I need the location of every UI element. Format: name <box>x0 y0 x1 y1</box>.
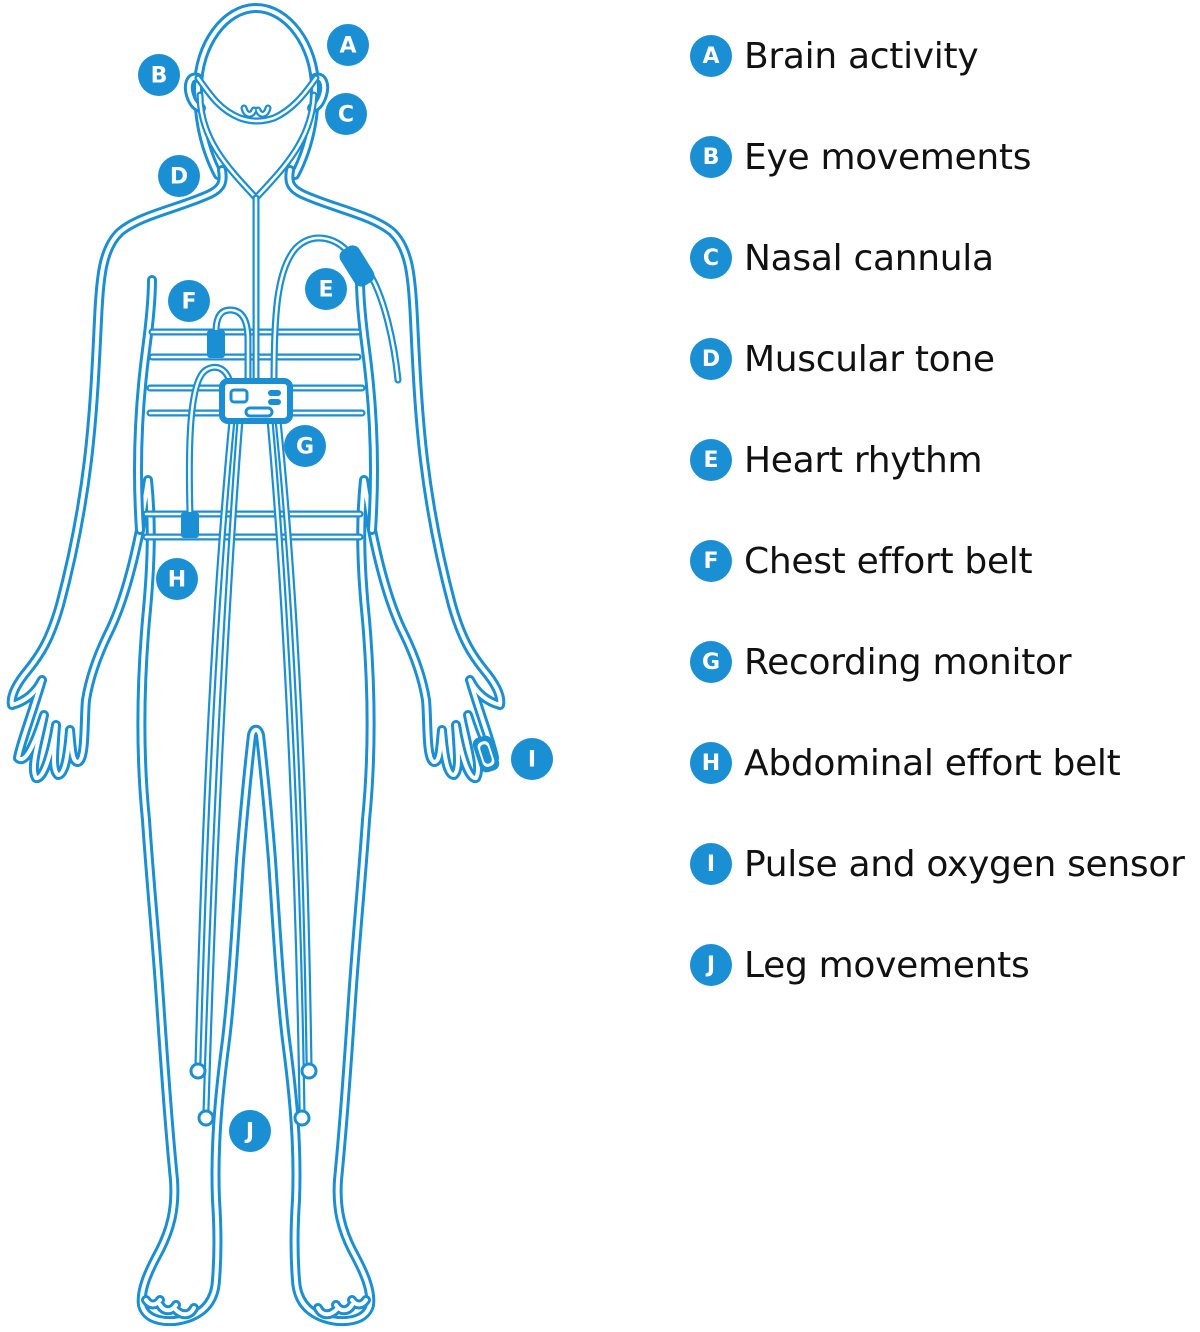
legend-label: Leg movements <box>744 944 1030 986</box>
marker-a-letter: A <box>339 34 356 59</box>
abdominal-sensor-wire <box>181 363 234 538</box>
marker-c-letter: C <box>338 103 354 128</box>
legend-item-muscular-tone: D Muscular tone <box>690 333 995 385</box>
heart-rhythm-wire <box>270 234 402 386</box>
marker-d-letter: D <box>170 165 188 190</box>
legend-item-recording-monitor: G Recording monitor <box>690 636 1072 688</box>
legend-label: Recording monitor <box>744 641 1072 683</box>
legend-badge: J <box>690 944 732 986</box>
legend-badge: A <box>690 35 732 77</box>
legend-label: Heart rhythm <box>744 439 983 481</box>
legend-badge: G <box>690 641 732 683</box>
legend-badge: D <box>690 338 732 380</box>
marker-i-letter: I <box>528 748 536 773</box>
legend-item-eye-movements: B Eye movements <box>690 131 1032 183</box>
legend-badge: C <box>690 237 732 279</box>
marker-e-letter: E <box>318 278 333 303</box>
legend-label: Muscular tone <box>744 338 995 380</box>
marker-h: H <box>156 558 198 600</box>
marker-c: C <box>325 93 367 135</box>
legend-item-brain-activity: A Brain activity <box>690 30 979 82</box>
legend-item-pulse-oxygen-sensor: I Pulse and oxygen sensor <box>690 838 1185 890</box>
legend-badge: F <box>690 540 732 582</box>
marker-b-letter: B <box>151 64 168 89</box>
legend-badge: B <box>690 136 732 178</box>
marker-j-letter: J <box>244 1120 254 1145</box>
legend-label: Chest effort belt <box>744 540 1033 582</box>
pulse-oximeter <box>472 735 500 773</box>
marker-a: A <box>327 24 369 66</box>
legend-badge: E <box>690 439 732 481</box>
legend-label: Brain activity <box>744 35 979 77</box>
marker-i: I <box>511 738 553 780</box>
marker-f-letter: F <box>181 290 196 315</box>
legend-item-leg-movements: J Leg movements <box>690 939 1030 991</box>
marker-j: J <box>229 1110 271 1152</box>
legend-item-heart-rhythm: E Heart rhythm <box>690 434 983 486</box>
recording-monitor <box>219 378 293 424</box>
legend-badge: I <box>690 843 732 885</box>
legend-label: Eye movements <box>744 136 1032 178</box>
legend-item-chest-effort-belt: F Chest effort belt <box>690 535 1033 587</box>
marker-g-letter: G <box>296 435 314 460</box>
marker-f: F <box>168 280 210 322</box>
marker-b: B <box>138 54 180 96</box>
marker-g: G <box>284 425 326 467</box>
nasal-cannula <box>194 74 320 386</box>
chest-sensor-wire <box>207 306 252 386</box>
body-outline <box>6 3 506 1327</box>
legend-item-abdominal-effort-belt: H Abdominal effort belt <box>690 737 1121 789</box>
marker-h-letter: H <box>168 568 186 593</box>
marker-e: E <box>305 268 347 310</box>
legend-label: Pulse and oxygen sensor <box>744 843 1185 885</box>
legend-label: Nasal cannula <box>744 237 994 279</box>
abdominal-belt <box>142 510 364 541</box>
legend-label: Abdominal effort belt <box>744 742 1121 784</box>
leg-wires <box>189 416 318 1127</box>
marker-d: D <box>158 155 200 197</box>
legend-item-nasal-cannula: C Nasal cannula <box>690 232 994 284</box>
legend-badge: H <box>690 742 732 784</box>
